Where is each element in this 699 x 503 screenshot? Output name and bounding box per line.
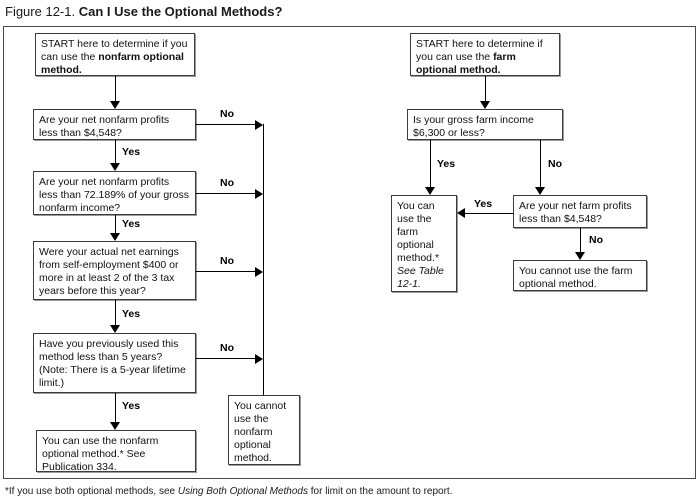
no-label: No	[220, 108, 234, 120]
arrowhead-right-icon	[255, 189, 263, 199]
farm-result-can-italic-text: See Table 12-1.	[397, 265, 444, 291]
nonfarm-question-earnings-box: Were your actual net earnings from self-…	[33, 241, 196, 300]
nonfarm-start-arrow-line	[115, 76, 116, 101]
arrowhead-right-icon	[255, 354, 263, 364]
nonfarm-yes2-arrow-line	[115, 215, 116, 233]
yes-label: Yes	[437, 158, 456, 170]
footnote-pre-text: *If you use both optional methods, see	[5, 486, 178, 497]
farm-start-arrow-line	[485, 76, 486, 101]
no-label: No	[548, 158, 562, 170]
nonfarm-question-percent-box: Are your net nonfarm profits less than 7…	[33, 171, 196, 215]
nonfarm-result-can-box: You can use the nonfarm optional method.…	[36, 430, 196, 474]
arrowhead-down-icon	[480, 101, 490, 109]
nonfarm-question-profits-box: Are your net nonfarm profits less than $…	[33, 109, 196, 140]
farm-start-text: START here to determine if you can use t…	[416, 38, 543, 64]
farm-start-bold-text: farm optional method.	[416, 51, 516, 77]
nonfarm-question-years-box: Have you previously used this method les…	[33, 333, 196, 393]
footnote-italic-text: Using Both Optional Methods	[177, 486, 308, 497]
no-label: No	[589, 234, 603, 246]
arrowhead-down-icon	[110, 101, 120, 109]
arrowhead-down-icon	[110, 422, 120, 430]
farm-result-can-box: You can use the farm optional method.* S…	[391, 195, 457, 292]
nonfarm-yes4-arrow-line	[115, 393, 116, 422]
figure-title-text: Can I Use the Optional Methods?	[78, 4, 283, 19]
nonfarm-yes1-arrow-line	[115, 140, 116, 163]
nonfarm-result-can-text: You can use the nonfarm optional method.…	[42, 435, 159, 474]
nonfarm-no4-arrow-line	[196, 358, 255, 359]
arrowhead-down-icon	[425, 187, 435, 195]
figure-label: Figure 12-1.	[5, 4, 76, 19]
arrowhead-down-icon	[575, 252, 585, 260]
arrowhead-right-icon	[255, 267, 263, 277]
nonfarm-question-percent-text: Are your net nonfarm profits less than 7…	[39, 176, 190, 215]
nonfarm-no-collector-line	[263, 124, 264, 395]
farm-profits-no-arrow-line	[580, 228, 581, 252]
farm-yes-branch-line	[430, 140, 431, 187]
nonfarm-question-earnings-text: Were your actual net earnings from self-…	[39, 246, 179, 298]
nonfarm-no3-arrow-line	[196, 271, 255, 272]
nonfarm-result-cannot-box: You cannot use the nonfarm optional meth…	[228, 395, 300, 465]
yes-label: Yes	[122, 146, 141, 158]
footnote: *If you use both optional methods, see U…	[5, 486, 452, 497]
nonfarm-yes3-arrow-line	[115, 300, 116, 325]
farm-result-can-text: You can use the farm optional method.*	[397, 200, 440, 265]
arrowhead-down-icon	[535, 187, 545, 195]
arrowhead-down-icon	[110, 233, 120, 241]
farm-no-branch-line	[540, 140, 541, 187]
farm-result-cannot-box: You cannot use the farm optional method.	[513, 260, 647, 291]
nonfarm-start-bold-text: nonfarm optional method.	[41, 51, 184, 77]
no-label: No	[220, 342, 234, 354]
no-label: No	[220, 177, 234, 189]
yes-label: Yes	[122, 400, 141, 412]
farm-question-profits-text: Are your net farm profits less than $4,5…	[519, 200, 632, 226]
nonfarm-result-cannot-text: You cannot use the nonfarm optional meth…	[234, 400, 287, 465]
no-label: No	[220, 255, 234, 267]
yes-label: Yes	[122, 218, 141, 230]
nonfarm-start-box: START here to determine if you can use t…	[35, 33, 195, 76]
arrowhead-right-icon	[255, 120, 263, 130]
arrowhead-down-icon	[110, 163, 120, 171]
nonfarm-no2-arrow-line	[196, 193, 255, 194]
farm-question-profits-box: Are your net farm profits less than $4,5…	[513, 195, 647, 228]
footnote-post-text: for limit on the amount to report.	[307, 486, 453, 497]
farm-question-income-box: Is your gross farm income $6,300 or less…	[407, 109, 563, 140]
farm-result-cannot-text: You cannot use the farm optional method.	[519, 265, 633, 291]
farm-profits-yes-arrow-line	[465, 213, 513, 214]
nonfarm-start-text: START here to determine if you can use t…	[41, 38, 188, 64]
arrowhead-left-icon	[457, 208, 465, 218]
yes-label: Yes	[122, 308, 141, 320]
nonfarm-no1-arrow-line	[196, 124, 255, 125]
nonfarm-question-profits-text: Are your net nonfarm profits less than $…	[39, 114, 170, 140]
farm-question-income-text: Is your gross farm income $6,300 or less…	[413, 114, 534, 140]
yes-label: Yes	[474, 198, 493, 210]
arrowhead-down-icon	[110, 325, 120, 333]
figure-title: Figure 12-1. Can I Use the Optional Meth…	[5, 4, 282, 19]
farm-start-box: START here to determine if you can use t…	[410, 33, 560, 76]
nonfarm-question-years-text: Have you previously used this method les…	[39, 338, 186, 390]
